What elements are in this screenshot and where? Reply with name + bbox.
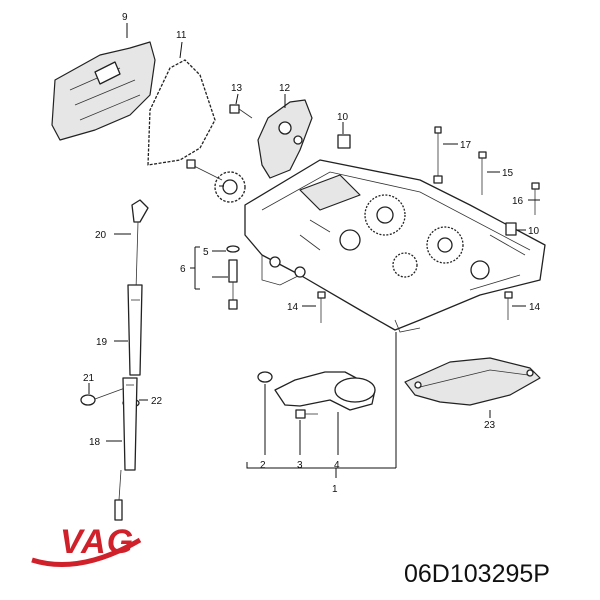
callout-23: 23: [484, 420, 496, 431]
part-21-bolt: [80, 387, 126, 406]
callout-11: 11: [176, 30, 187, 41]
callout-2: 2: [260, 460, 266, 471]
callout-labels: 9 11 13 12 10 17 15 16 10 14 14 20 19 21…: [83, 12, 541, 495]
part-17-bolt: [433, 126, 443, 184]
brand-name: VAG: [60, 523, 134, 561]
part-number: 06D103295P: [404, 560, 550, 588]
callout-5: 5: [203, 247, 209, 258]
callout-20: 20: [95, 230, 107, 241]
callout-15: 15: [502, 168, 514, 179]
callout-3: 3: [297, 460, 303, 471]
part-3-bolt: [295, 409, 318, 419]
part-18-lower-tube: [114, 377, 138, 521]
part-10-bushing-right: [505, 222, 517, 236]
part-16-bolt: [531, 182, 540, 215]
callout-21: 21: [83, 373, 95, 384]
part-23-baffle: [404, 357, 541, 406]
callout-14: 14: [287, 302, 299, 313]
callout-14b: 14: [529, 302, 541, 313]
part-19-dipstick-tube: [127, 284, 143, 376]
callout-10b: 10: [528, 226, 540, 237]
part-14-bolt-left: [317, 291, 326, 323]
part-15-bolt: [478, 151, 487, 195]
callout-22: 22: [151, 396, 163, 407]
callout-6: 6: [180, 264, 186, 275]
leader-lines: [88, 23, 540, 478]
part-8-sprocket: [186, 159, 246, 203]
vag-logo: VAG: [31, 523, 142, 567]
part-12-tensioner: [257, 99, 313, 179]
part-5-seal: [226, 245, 240, 253]
part-9-chain-guard: [51, 41, 156, 141]
oil-pump-housing: [244, 159, 546, 333]
part-2-oring: [257, 371, 273, 383]
callout-19: 19: [96, 337, 108, 348]
callout-4: 4: [334, 460, 340, 471]
part-13-bolt: [229, 104, 253, 119]
part-10-bushing-upper: [337, 134, 351, 149]
callout-17: 17: [460, 140, 472, 151]
part-14-bolt-right: [504, 291, 513, 320]
callout-13: 13: [231, 83, 243, 94]
part-4-oil-pickup: [274, 371, 376, 411]
callout-1: 1: [332, 484, 338, 495]
part-11-chain: [147, 59, 216, 166]
callout-16: 16: [512, 196, 524, 207]
part-7-sleeve: [228, 259, 238, 310]
callout-10: 10: [337, 112, 349, 123]
callout-12: 12: [279, 83, 291, 94]
callout-9: 9: [122, 12, 128, 23]
part-20-dipstick: [131, 199, 149, 291]
callout-18: 18: [89, 437, 101, 448]
